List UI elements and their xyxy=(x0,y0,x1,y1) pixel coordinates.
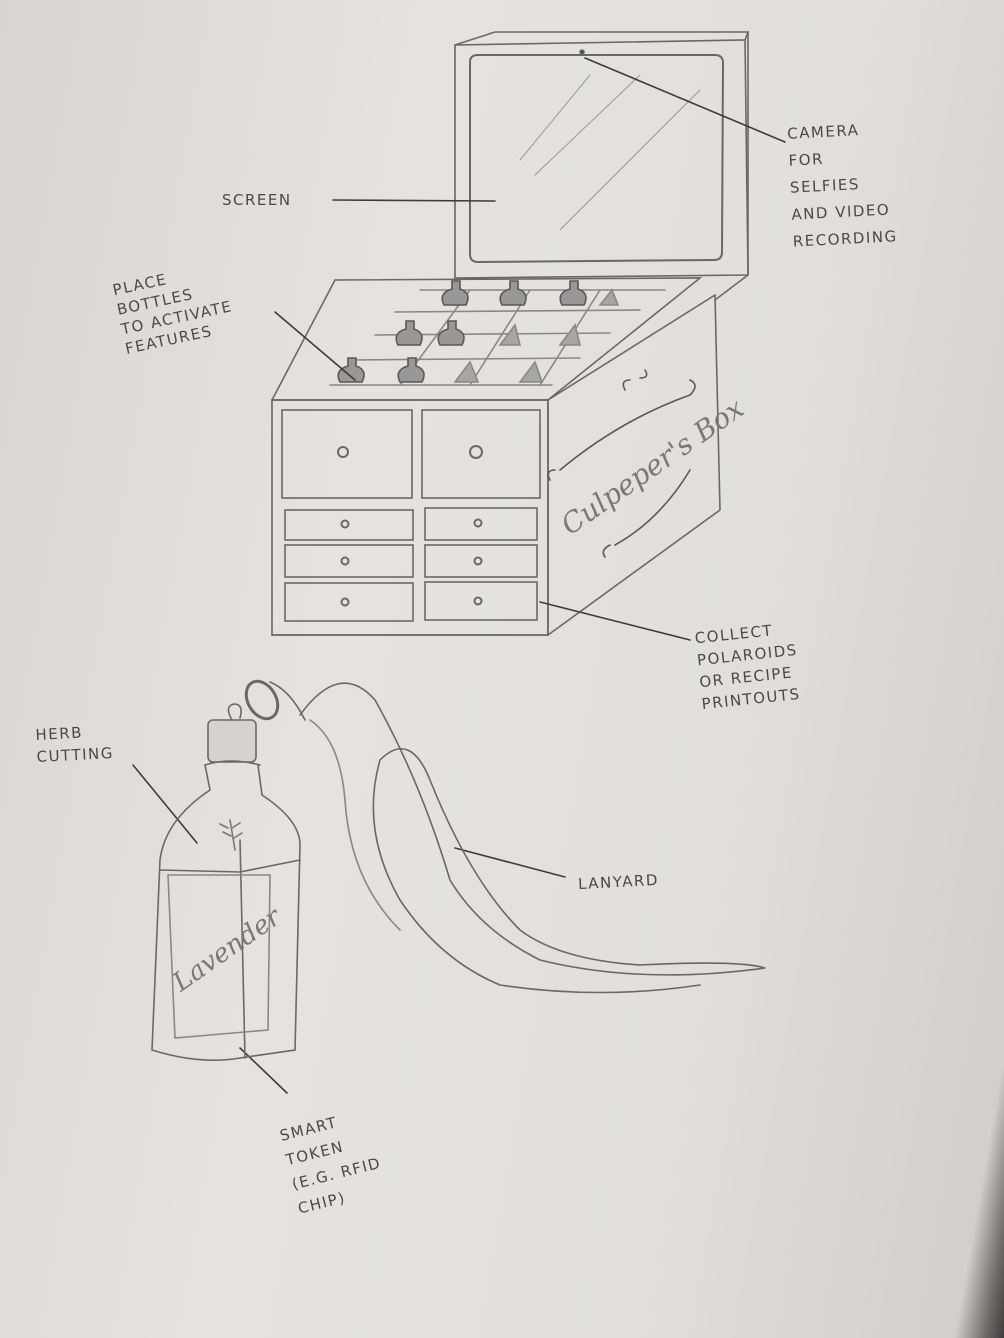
drawer xyxy=(424,507,538,541)
lanyard-annotation: LANYARD xyxy=(577,870,660,894)
screen-lid xyxy=(454,31,750,301)
drawers-annotation: COLLECT POLAROIDS OR RECIPE PRINTOUTS xyxy=(693,621,802,714)
camera-annotation: CAMERA FOR SELFIES AND VIDEO RECORDING xyxy=(786,121,899,251)
screen xyxy=(469,54,725,264)
drawer xyxy=(281,409,413,499)
bottle-tray xyxy=(270,277,703,401)
screen-annotation: SCREEN xyxy=(222,191,292,209)
lavender-bottle xyxy=(151,703,301,1062)
drawer xyxy=(421,409,541,499)
camera-icon xyxy=(579,49,585,55)
leader-lines xyxy=(132,57,786,1094)
herb-annotation: HERB CUTTING xyxy=(35,723,115,766)
drawer xyxy=(284,509,414,541)
drawer xyxy=(284,582,414,622)
lanyard xyxy=(244,679,766,994)
drawer xyxy=(424,544,538,578)
drawer xyxy=(424,581,538,621)
cabinet-front xyxy=(271,293,721,636)
drawer xyxy=(284,544,414,578)
